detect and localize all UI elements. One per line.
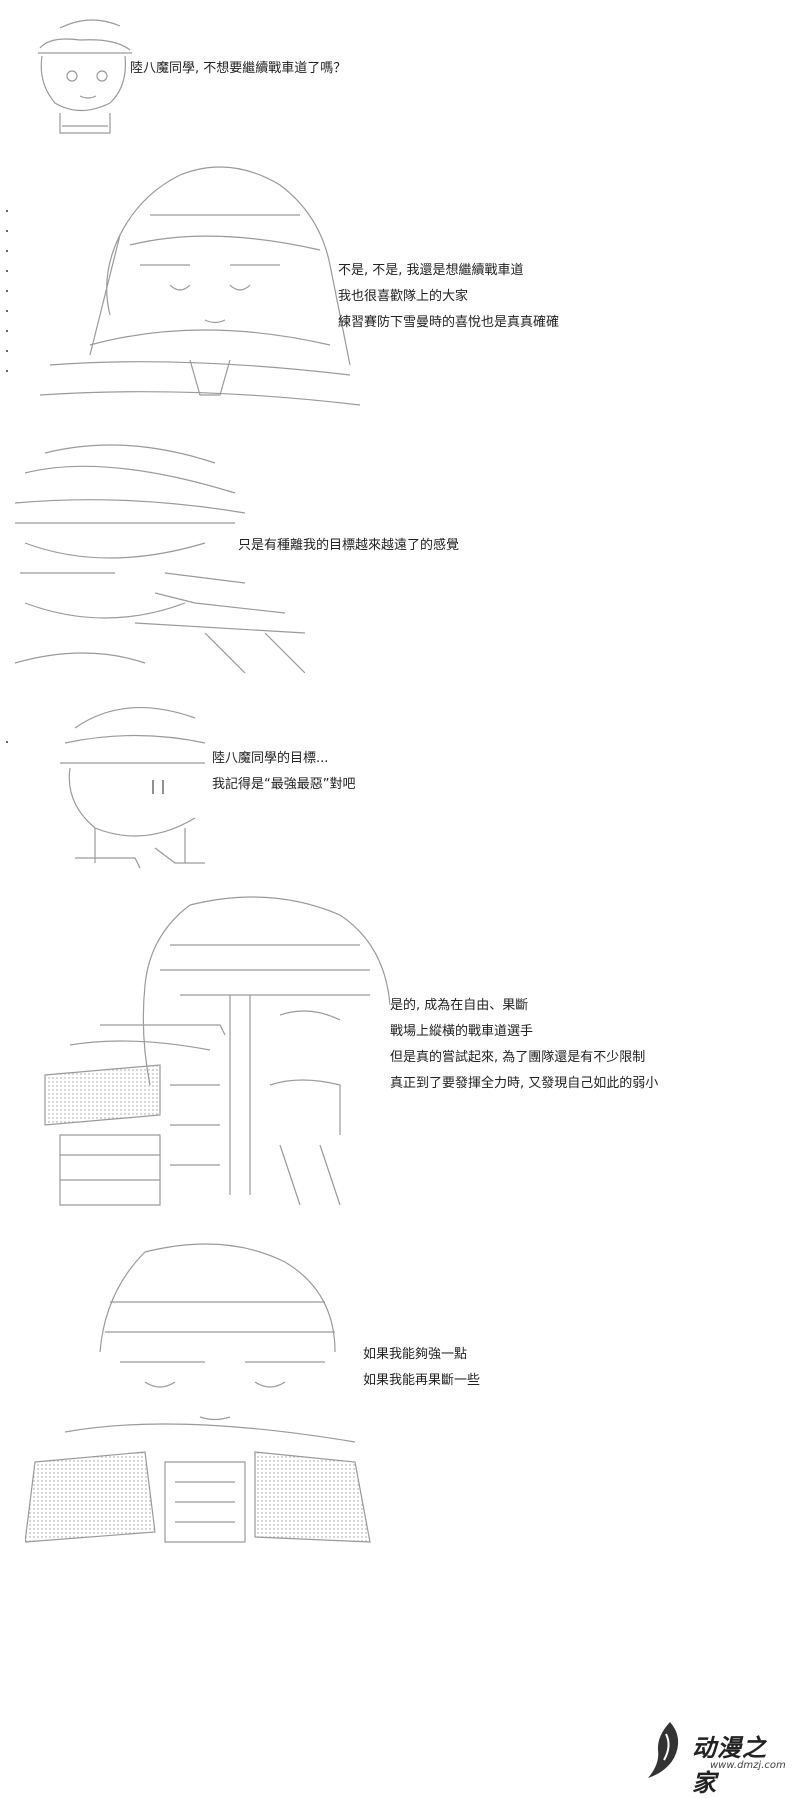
ascii-art-character-cap: [20, 8, 140, 148]
dialog-line: 真正到了要發揮全力時, 又發現自己如此的弱小: [390, 1076, 659, 1091]
dialog-line: 不是, 不是, 我還是想繼續戰車道: [338, 263, 524, 278]
dialog-line: 如果我能夠強一點: [363, 1347, 468, 1362]
dialog-line: 戰場上縱橫的戰車道選手: [390, 1024, 534, 1039]
margin-dots: [6, 210, 8, 390]
dialog-text: 只是有種離我的目標越來越遠了的感覺: [238, 533, 459, 559]
ascii-art-character-cap-back: [55, 688, 215, 873]
logo-text: 动漫之家: [692, 1734, 767, 1797]
ascii-art-character-turning: [5, 433, 305, 673]
panel-3: 只是有種離我的目標越來越遠了的感覺: [0, 428, 800, 678]
dialog-line: 我也很喜歡隊上的大家: [338, 289, 469, 304]
dialog-line: 但是真的嘗試起來, 為了團隊還是有不少限制: [390, 1050, 646, 1065]
ascii-art-character-hands-together: [40, 885, 390, 1220]
dialog-line: 陸八魔同學, 不想要繼續戰車道了嗎？: [130, 61, 347, 76]
dialog-line: 練習賽防下雪曼時的喜悅也是真真確確: [338, 315, 560, 330]
panel-4: 陸八魔同學的目標... 我記得是“最強最惡”對吧: [0, 686, 800, 876]
dialog-line: 只是有種離我的目標越來越遠了的感覺: [238, 538, 460, 553]
panel-5: 是的, 成為在自由、果斷 戰場上縱橫的戰車道選手 但是真的嘗試起來, 為了團隊還…: [0, 885, 800, 1225]
logo-url: www.dmzj.com: [710, 1760, 786, 1771]
dialog-line: 陸八魔同學的目標...: [212, 751, 329, 766]
dialog-text: 陸八魔同學, 不想要繼續戰車道了嗎？: [130, 56, 346, 82]
panel-6: 如果我能夠強一點 如果我能再果斷一些: [0, 1232, 800, 1562]
ascii-art-character-determined: [25, 1232, 375, 1557]
dialog-text: 陸八魔同學的目標... 我記得是“最強最惡”對吧: [212, 746, 355, 798]
panel-1: 陸八魔同學, 不想要繼續戰車道了嗎？: [0, 0, 800, 150]
pen-nib-icon: [648, 1722, 679, 1778]
panel-2: 不是, 不是, 我還是想繼續戰車道 我也很喜歡隊上的大家 練習賽防下雪曼時的喜悅…: [0, 150, 800, 420]
ascii-art-character-long-hair: [30, 155, 360, 415]
dialog-text: 如果我能夠強一點 如果我能再果斷一些: [363, 1342, 480, 1394]
dialog-line: 是的, 成為在自由、果斷: [390, 998, 529, 1013]
dialog-line: 如果我能再果斷一些: [363, 1373, 481, 1388]
margin-dots: [6, 741, 8, 761]
dialog-text: 不是, 不是, 我還是想繼續戰車道 我也很喜歡隊上的大家 練習賽防下雪曼時的喜悅…: [338, 258, 559, 336]
site-logo: 动漫之家 www.dmzj.com: [640, 1720, 790, 1797]
dialog-line: 我記得是“最強最惡”對吧: [212, 777, 356, 792]
dialog-text: 是的, 成為在自由、果斷 戰場上縱橫的戰車道選手 但是真的嘗試起來, 為了團隊還…: [390, 993, 658, 1097]
